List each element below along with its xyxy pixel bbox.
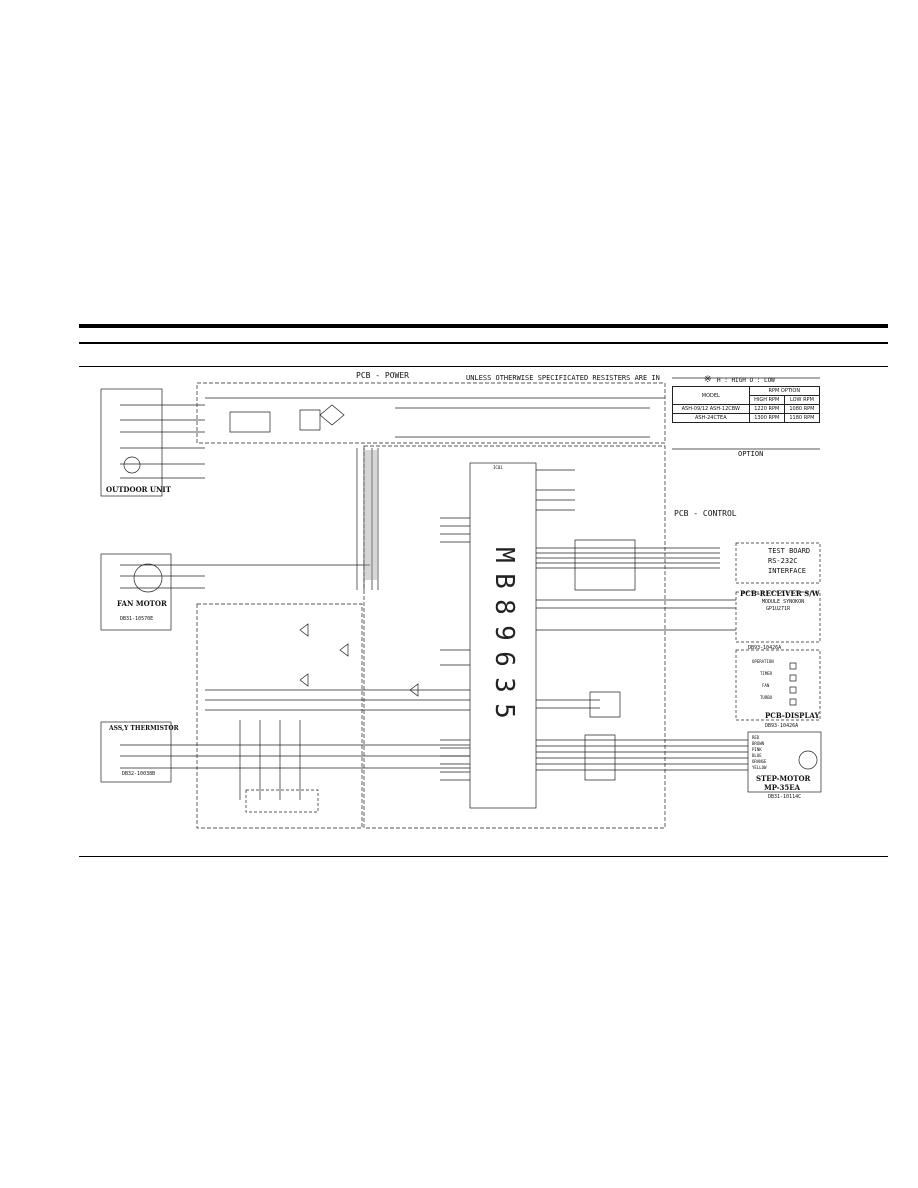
lower-transistors: [299, 623, 419, 697]
compressor-symbol: [123, 456, 141, 474]
step-motor-box: [747, 731, 822, 793]
mcu-letter-6: 3: [488, 677, 519, 693]
mcu-letter-3: 8: [488, 599, 519, 615]
header-separator: [79, 366, 888, 367]
wire-brown: BROWN: [752, 741, 765, 746]
outdoor-wiring: [120, 404, 205, 479]
led-turbo: TURBO: [760, 695, 773, 700]
rpm-title: RPM OPTION: [748, 386, 821, 396]
fan-wiring: [120, 564, 370, 589]
led-fan: FAN: [762, 683, 770, 688]
wire-yellow: YELLOW: [752, 765, 767, 770]
thermistor-code: DB32-10038B: [122, 771, 156, 777]
resistor-note: UNLESS OTHERWISE SPECIFICATED RESISTERS …: [466, 374, 660, 382]
mcu-body: [469, 462, 537, 809]
step-motor-code: DB31-10114C: [768, 794, 802, 800]
bottom-rule: [79, 856, 888, 857]
pcb-power-outline: [196, 382, 666, 444]
display-outline: [735, 649, 821, 721]
bridge: [319, 404, 345, 426]
option-tables: [672, 377, 820, 450]
rpm-model-header: MODEL: [672, 386, 750, 405]
fan-motor-code: DB31-10570E: [120, 616, 154, 622]
mcu-letter-7: 5: [488, 703, 519, 719]
display-leds: [789, 662, 797, 706]
rpm-value-4: 1180 RPM: [783, 413, 821, 423]
display-label: PCB-DISPLAY: [765, 711, 820, 720]
rpm-option-table: MODEL RPM OPTION HIGH RPM LOW RPM ASH-09…: [672, 386, 821, 423]
rpm-value-3: 1300 RPM: [748, 413, 785, 423]
legend-star: ※: [704, 375, 712, 385]
wire-orange: ORANGE: [752, 759, 767, 764]
legend-text: H : HIGH O : LOW: [717, 377, 775, 384]
wire-blue: BLUE: [752, 753, 762, 758]
transistor-array: [574, 539, 636, 591]
thermistor-label: ASS,Y THERMISTOR: [109, 725, 179, 732]
pcb-lower-outline: [196, 603, 363, 829]
lower-wiring: [205, 689, 470, 800]
led-timer: TIMER: [760, 671, 773, 676]
rpm-value-1: 1220 RPM: [748, 404, 785, 414]
mcu-right-pins: [536, 469, 748, 771]
connector-hatch-left: [356, 448, 379, 590]
top-thin-rule: [79, 342, 888, 344]
rs232-label: RS-232C: [768, 557, 798, 565]
fan-motor-symbol: [133, 563, 163, 593]
receiver-module-label: MODULE SYNOKON: [762, 599, 805, 605]
fan-motor-box: [100, 553, 172, 631]
transformer: [229, 409, 321, 433]
rpm-high-header: HIGH RPM: [748, 395, 785, 405]
mcu-letter-5: 6: [488, 651, 519, 667]
option-block-title: OPTION: [738, 450, 764, 458]
led-operation: OPERATION: [752, 659, 774, 664]
receiver-code-label: DB93-10426A: [748, 645, 782, 651]
mcu-left-pins: [440, 517, 470, 781]
connector-hatch-fill: [365, 450, 377, 580]
mcu-ref: IC01: [493, 465, 503, 470]
receiver-outline: [735, 591, 821, 643]
rpm-value-2: 1080 RPM: [783, 404, 821, 414]
pcb-control-label: PCB - CONTROL: [674, 509, 737, 518]
outdoor-unit-box: [100, 388, 163, 497]
test-board-outline: [735, 542, 821, 584]
receiver-part-label: GP1U271R: [766, 606, 791, 612]
thermistor-wiring: [120, 744, 470, 769]
test-board-label: TEST BOARD: [768, 547, 811, 555]
mcu-letter-4: 9: [488, 625, 519, 641]
step-motor-model: MP-35EA: [764, 783, 801, 792]
step-motor-symbol: [798, 750, 818, 770]
rpm-low-header: LOW RPM: [783, 395, 821, 405]
outdoor-unit-label: OUTDOOR UNIT: [106, 485, 171, 494]
pcb-power-label: PCB - POWER: [356, 371, 409, 380]
wire-pink: PINK: [752, 747, 762, 752]
driver-ic: [584, 691, 621, 781]
mcu-letter-2: B: [488, 573, 519, 589]
thermistor-box: [100, 721, 172, 783]
power-rail: [205, 397, 665, 438]
option-jumper-outline: [245, 789, 319, 813]
receiver-label: PCB-RECEIVER S/W: [740, 589, 820, 598]
interface-label: INTERFACE: [768, 567, 806, 575]
rpm-model-2: ASH-24CTEA: [672, 413, 750, 423]
wire-red: RED: [752, 735, 760, 740]
fan-motor-label: FAN MOTOR: [117, 599, 167, 608]
mcu-letter-1: M: [488, 547, 519, 563]
pcb-control-outline: [363, 445, 666, 829]
top-thick-rule: [79, 324, 888, 328]
display-code-label: DB93-10426A: [765, 723, 799, 729]
rpm-model-1: ASH-09/12 ASH-12CBW: [672, 404, 750, 414]
step-motor-label: STEP-MOTOR: [756, 774, 811, 783]
